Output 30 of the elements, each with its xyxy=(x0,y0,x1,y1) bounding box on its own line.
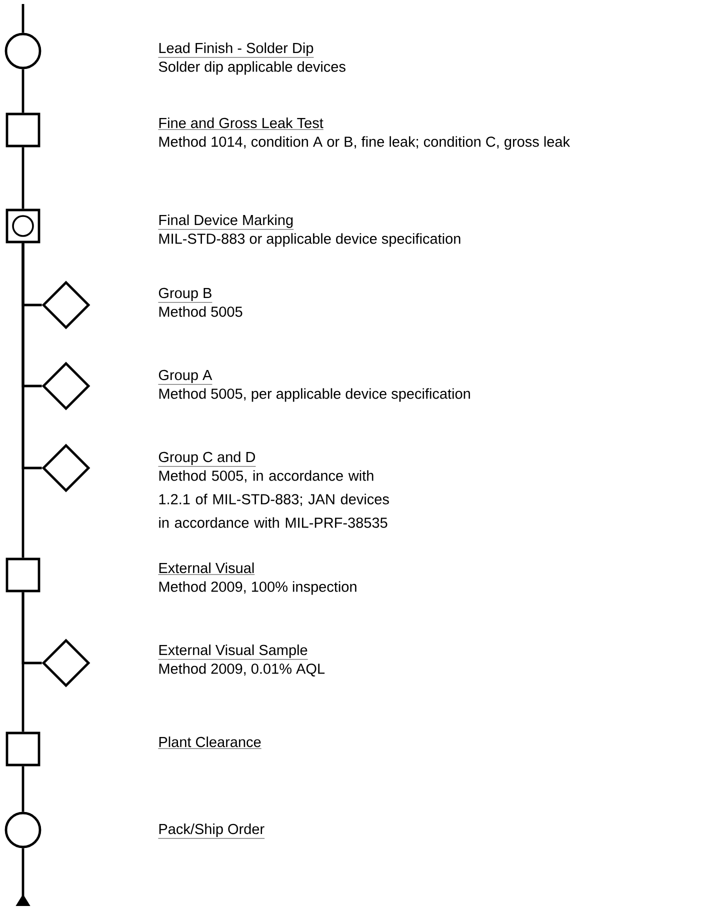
connector-line xyxy=(22,4,24,33)
step-description: MIL-STD-883 or applicable device specification xyxy=(159,233,460,247)
square-symbol xyxy=(6,732,40,766)
step-heading: Group B xyxy=(158,288,212,303)
step-description: Method 5005, per applicable device specification xyxy=(159,388,470,402)
connector-line xyxy=(22,592,42,664)
connector-line xyxy=(22,766,24,812)
step-description: Method 5005 xyxy=(159,306,242,317)
connector-line xyxy=(22,243,42,470)
step-heading: Lead Finish - Solder Dip xyxy=(158,42,314,58)
step-description: Method 2009, 100% inspection xyxy=(159,581,356,595)
connector-line xyxy=(22,69,24,113)
step-description: Method 5005, in accordance with 1.2.1 of MIL-STD-883; JAN devices in accordance with MIL-PRF-38535 xyxy=(159,470,389,528)
step-heading: Final Device Marking xyxy=(158,214,294,230)
step-heading: Group A xyxy=(158,370,212,385)
step-heading: External Visual Sample xyxy=(158,644,308,660)
step-heading: External Visual xyxy=(158,562,255,575)
circle-symbol xyxy=(4,812,42,848)
step-heading: Fine and Gross Leak Test xyxy=(158,118,324,130)
circle-symbol xyxy=(4,32,42,70)
step-heading: Pack/Ship Order xyxy=(158,824,265,839)
step-heading: Group C and D xyxy=(158,452,256,467)
square-symbol xyxy=(6,558,40,592)
step-description: Method 2009, 0.01% AQL xyxy=(159,663,325,676)
step-description: Solder dip applicable devices xyxy=(158,61,346,75)
square-symbol xyxy=(6,112,40,148)
step-description: Method 1014, condition A or B, fine leak; condition C, gross leak xyxy=(159,136,570,150)
step-heading: Plant Clearance xyxy=(158,736,262,749)
marked-square-symbol xyxy=(6,208,40,244)
connector-line xyxy=(22,147,24,209)
